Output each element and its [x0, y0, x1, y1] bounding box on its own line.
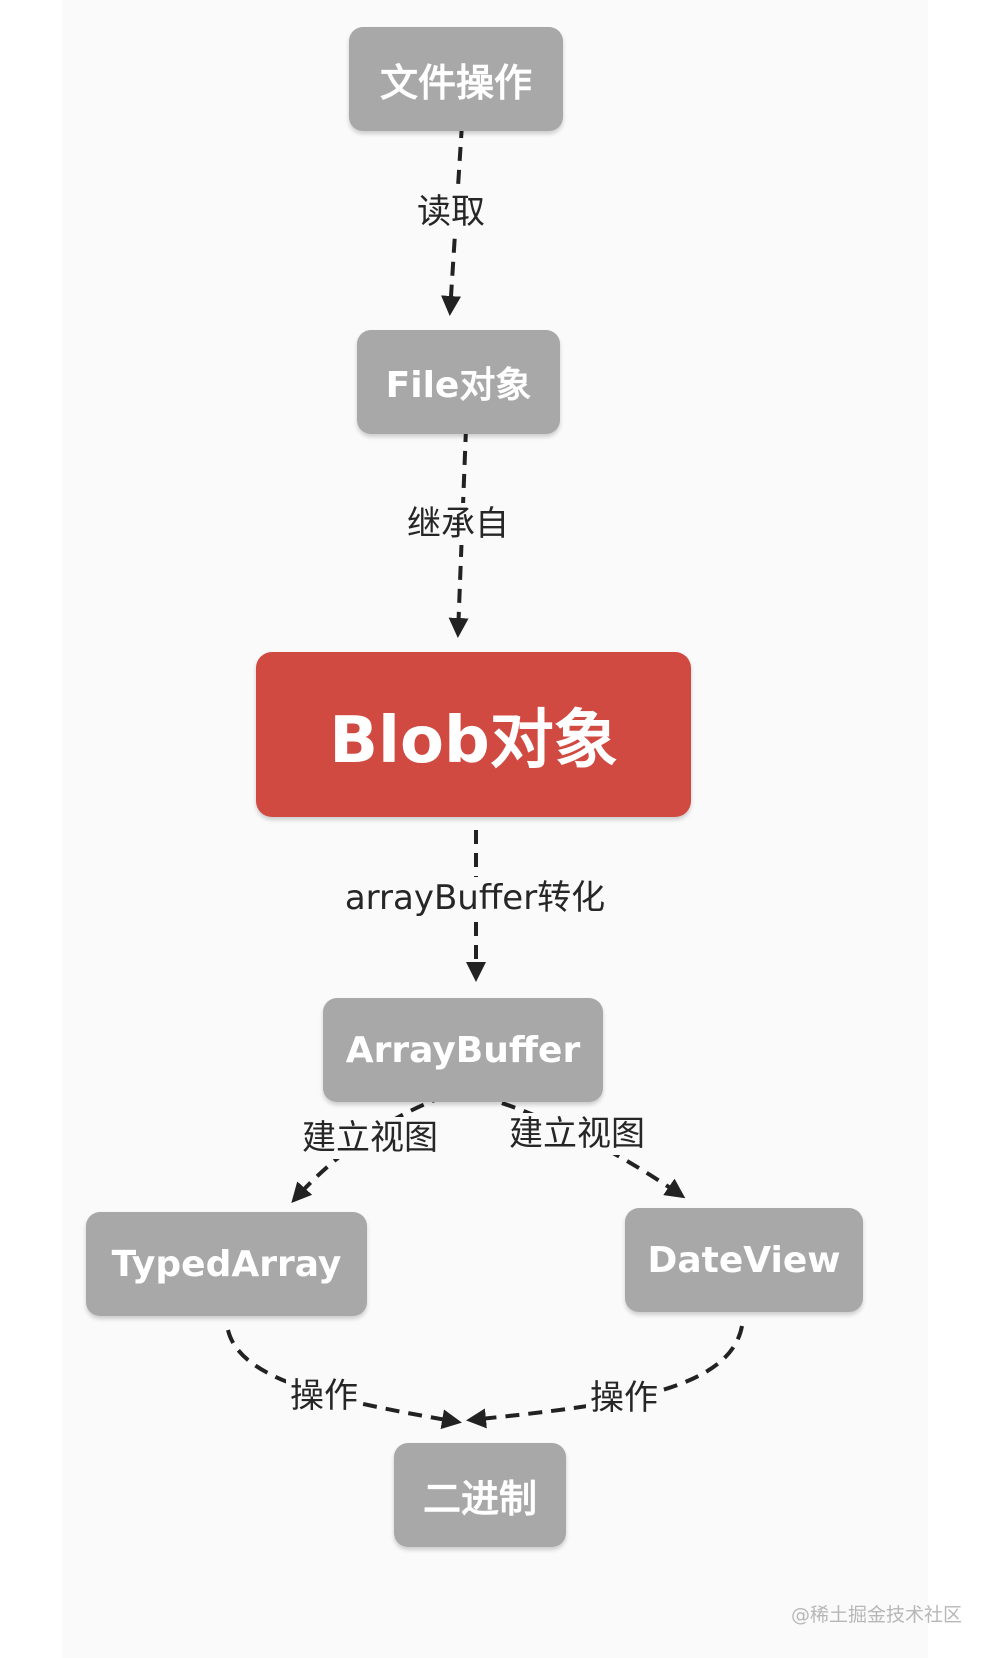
watermark: @稀土掘金技术社区: [790, 1604, 962, 1626]
node-file-ops: 文件操作: [349, 27, 563, 131]
edge-label-op-right: 操作: [586, 1377, 662, 1419]
diagram-background: [62, 0, 928, 1658]
edge-label-convert: arrayBuffer转化: [340, 877, 610, 919]
node-array-buffer: ArrayBuffer: [323, 998, 603, 1102]
edge-label-read: 读取: [413, 191, 489, 233]
edge-op-right: [466, 1325, 744, 1429]
node-binary: 二进制: [394, 1443, 566, 1547]
node-date-view: DateView: [625, 1208, 863, 1312]
node-blob-object: Blob对象: [256, 652, 691, 817]
edge-label-op-left: 操作: [286, 1375, 362, 1417]
node-typed-array: TypedArray: [86, 1212, 367, 1316]
edge-label-view-left: 建立视图: [298, 1117, 442, 1159]
edge-label-inherit: 继承自: [403, 503, 513, 545]
edge-label-view-right: 建立视图: [505, 1113, 649, 1155]
node-file-object: File对象: [357, 330, 560, 434]
